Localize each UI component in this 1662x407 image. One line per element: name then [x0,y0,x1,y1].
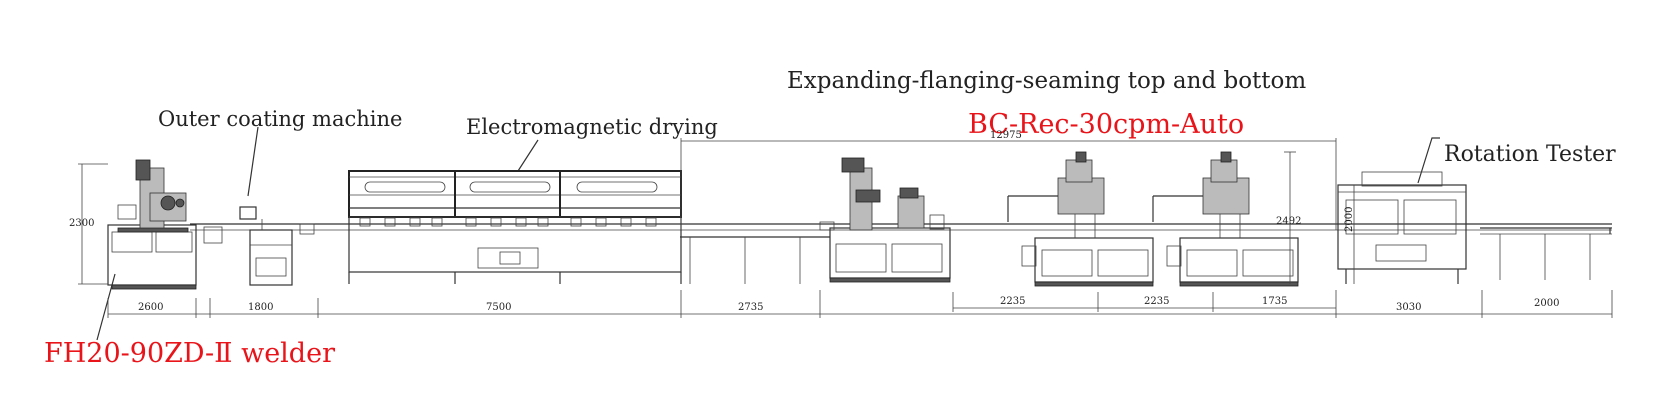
dim-2235-a: 2235 [1000,296,1025,307]
dim-welder-height: 2300 [69,218,94,229]
seamer-2 [1152,151,1299,287]
rotation-tester-machine [1337,171,1467,284]
electromagnetic-drying-label: Electromagnetic drying [466,115,718,139]
outer-coating-label: Outer coating machine [158,107,402,131]
electromagnetic-dryer [348,170,682,284]
rotation-tester-label: Rotation Tester [1444,142,1616,167]
dim-1735: 1735 [1262,296,1287,307]
dim-overall: 12975 [990,130,1022,141]
dim-2735: 2735 [738,302,763,313]
dim-2000: 2000 [1534,298,1559,309]
dim-1800: 1800 [248,302,273,313]
outer-coating-machine [203,206,315,286]
dim-7500: 7500 [486,302,511,313]
welder-machine [107,159,197,290]
expanding-flanging-machine [819,157,951,283]
dim-2600: 2600 [138,302,163,313]
dim-2235-b: 2235 [1144,296,1169,307]
welder-label: FH20-90ZD-Ⅱ welder [44,338,335,369]
expanding-flanging-title: Expanding-flanging-seaming top and botto… [787,68,1306,94]
dim-seamer-height: 2492 [1276,216,1301,227]
conveyor [190,223,1612,284]
dim-tester-height: 2000 [1344,207,1355,232]
dim-3030: 3030 [1396,302,1421,313]
machine-model-label: BC-Rec-30cpm-Auto [968,109,1244,140]
seamer-1 [1007,151,1154,287]
dimension-lines [78,138,1613,318]
